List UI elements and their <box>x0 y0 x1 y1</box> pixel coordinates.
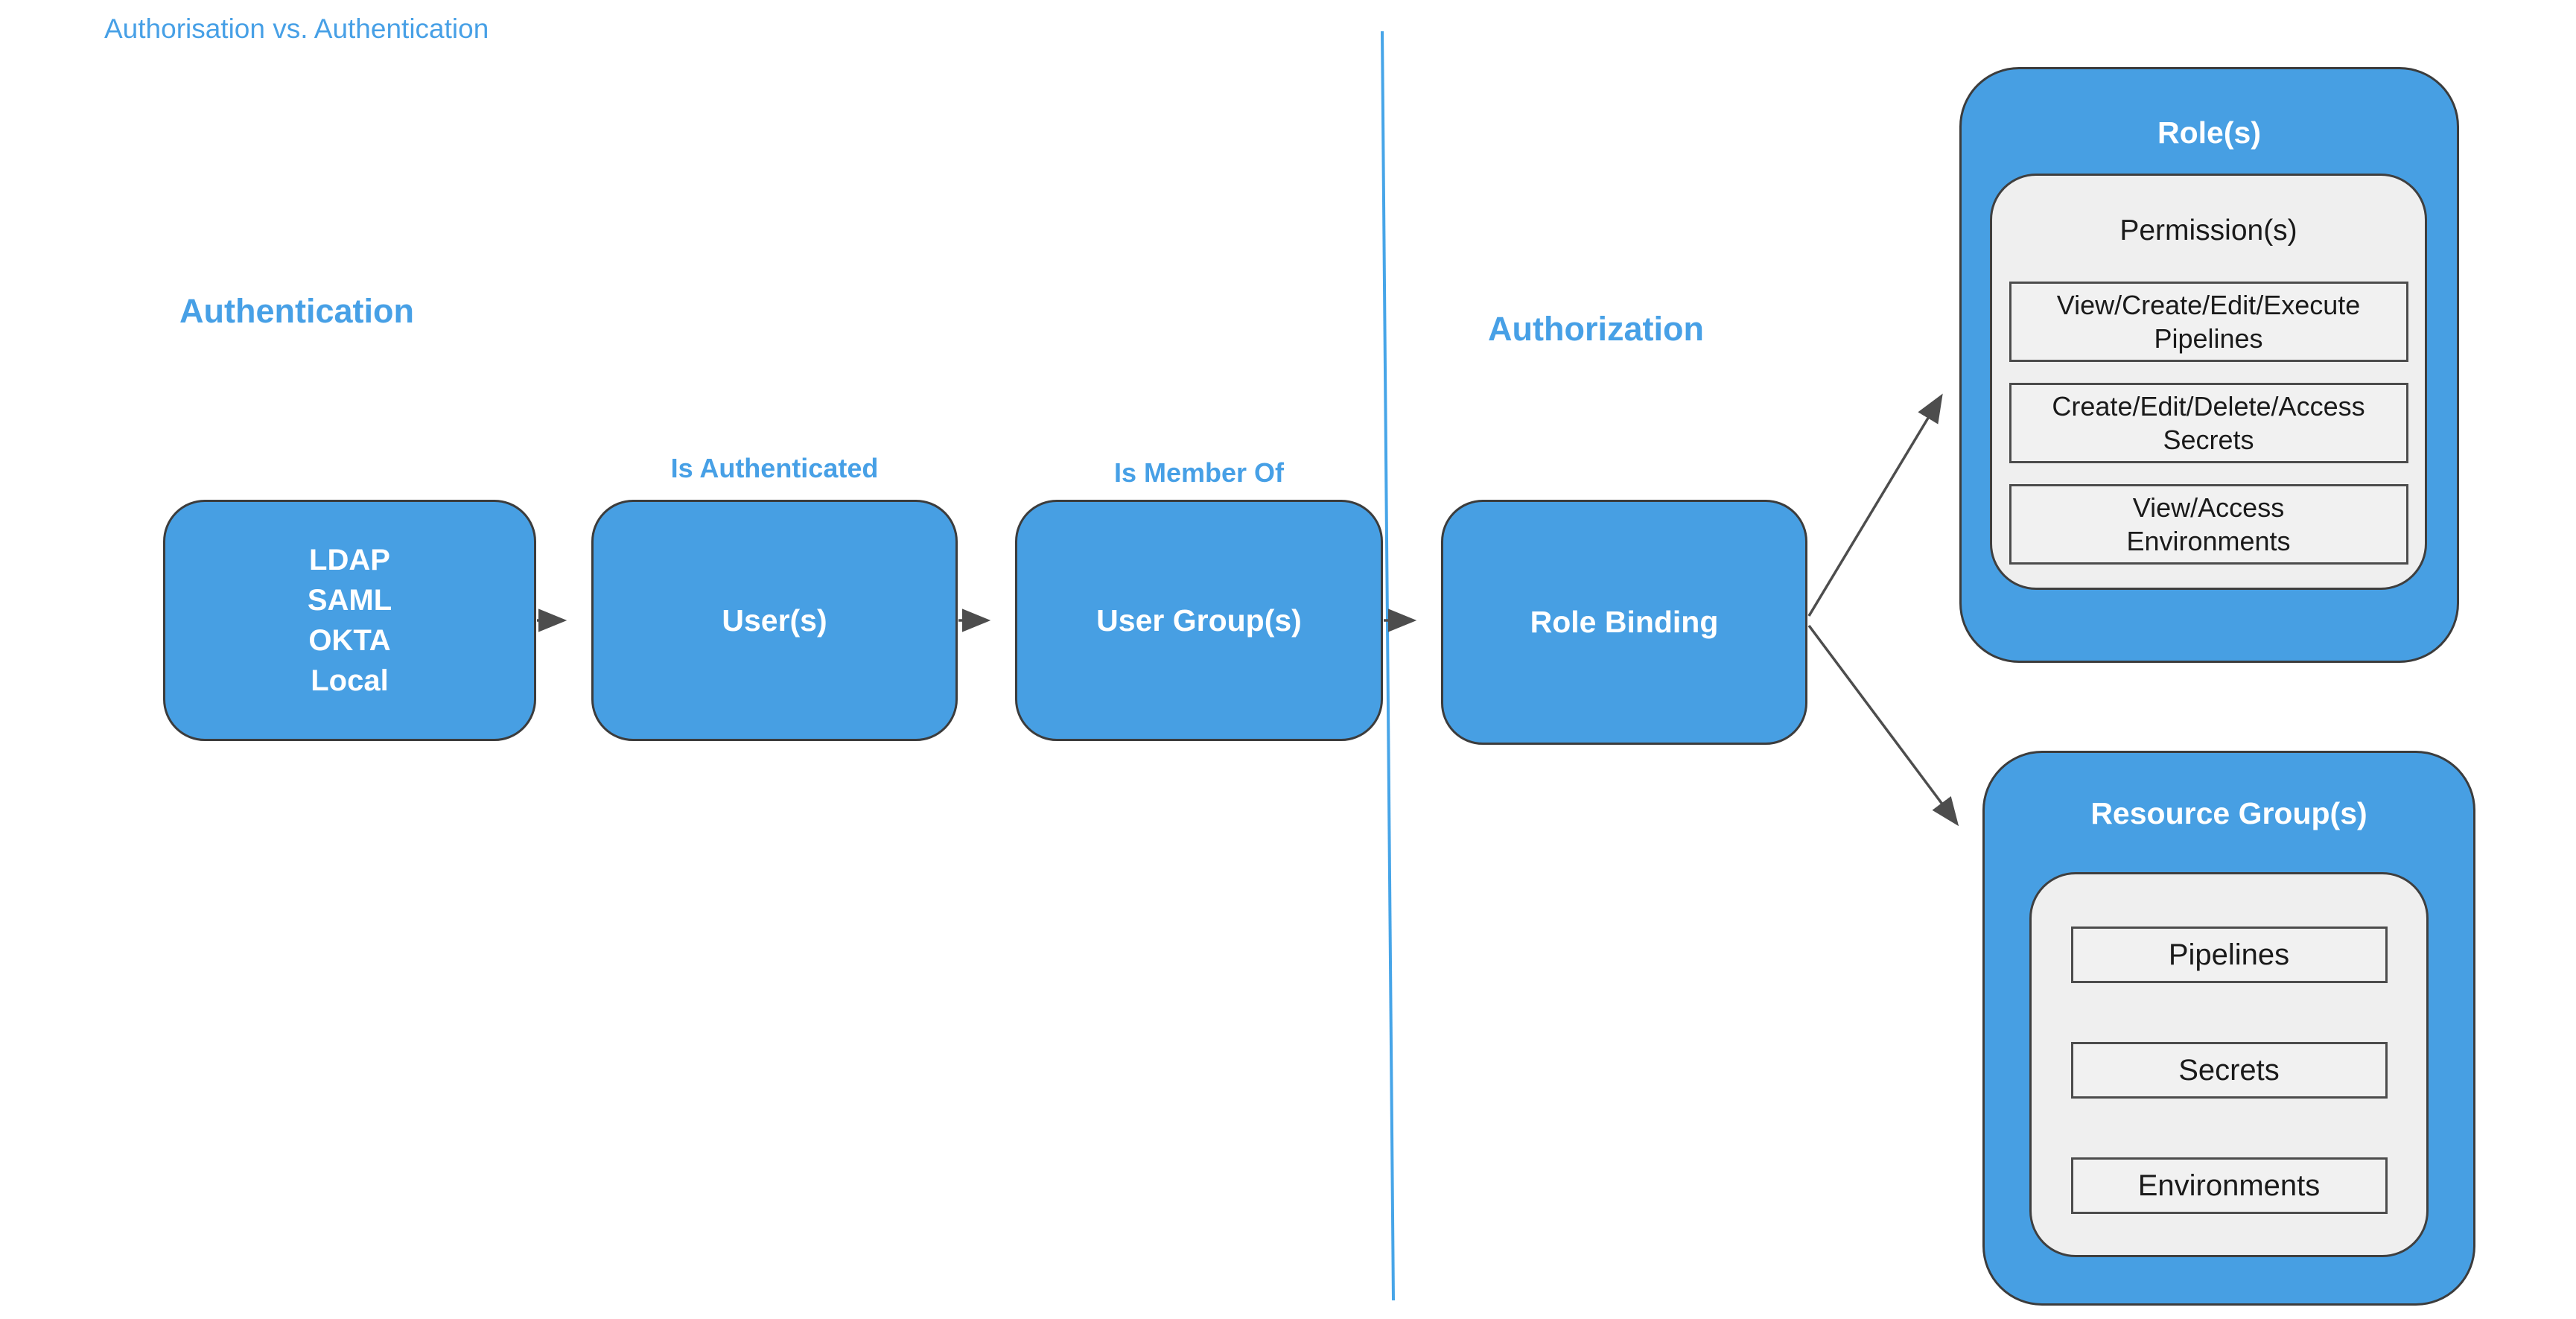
user-groups-label: User Group(s) <box>1096 603 1302 638</box>
permissions-title: Permission(s) <box>2119 214 2297 247</box>
permission-item-line1: View/Access <box>2132 492 2285 523</box>
permission-item-pipelines: View/Create/Edit/Execute Pipelines <box>2009 282 2408 362</box>
identity-providers-box: LDAP SAML OKTA Local <box>163 500 536 741</box>
idp-line-saml: SAML <box>307 584 392 617</box>
users-box: User(s) <box>591 500 958 741</box>
role-binding-box: Role Binding <box>1441 500 1807 745</box>
permission-item-line2: Pipelines <box>2154 323 2263 354</box>
arrow-rolebinding-to-roles <box>1807 393 1943 617</box>
idp-line-local: Local <box>311 664 389 697</box>
permission-item-line1: View/Create/Edit/Execute <box>2056 290 2361 320</box>
resource-item-secrets: Secrets <box>2070 1042 2388 1099</box>
resource-item-pipelines: Pipelines <box>2070 927 2388 983</box>
roles-title: Role(s) <box>2157 115 2261 150</box>
permission-item-line1: Create/Edit/Delete/Access <box>2052 391 2365 422</box>
idp-line-okta: OKTA <box>308 624 391 657</box>
permission-item-line2: Environments <box>2126 526 2291 556</box>
slide-title: Authorisation vs. Authentication <box>104 13 489 44</box>
arrow-rolebinding-to-resource-groups <box>1807 624 1959 827</box>
authorization-heading: Authorization <box>1488 310 1704 348</box>
permissions-panel: Permission(s) View/Create/Edit/Execute P… <box>1990 174 2427 590</box>
permission-item-secrets: Create/Edit/Delete/Access Secrets <box>2009 383 2408 463</box>
is-member-of-label: Is Member Of <box>1113 457 1285 488</box>
user-groups-box: User Group(s) <box>1015 500 1383 741</box>
idp-line-ldap: LDAP <box>309 544 390 576</box>
section-divider-line <box>1381 31 1395 1301</box>
authentication-heading: Authentication <box>179 292 414 330</box>
permission-item-environments: View/Access Environments <box>2009 484 2408 565</box>
is-authenticated-label: Is Authenticated <box>670 453 879 483</box>
resource-groups-container: Resource Group(s) Pipelines Secrets Envi… <box>1982 751 2475 1306</box>
resource-groups-title: Resource Group(s) <box>2090 796 2367 830</box>
role-binding-label: Role Binding <box>1530 605 1719 639</box>
users-label: User(s) <box>722 603 827 638</box>
roles-container: Role(s) Permission(s) View/Create/Edit/E… <box>1959 67 2459 663</box>
resource-groups-panel: Pipelines Secrets Environments <box>2029 872 2429 1257</box>
resource-item-environments: Environments <box>2070 1157 2388 1214</box>
permission-item-line2: Secrets <box>2163 425 2254 455</box>
